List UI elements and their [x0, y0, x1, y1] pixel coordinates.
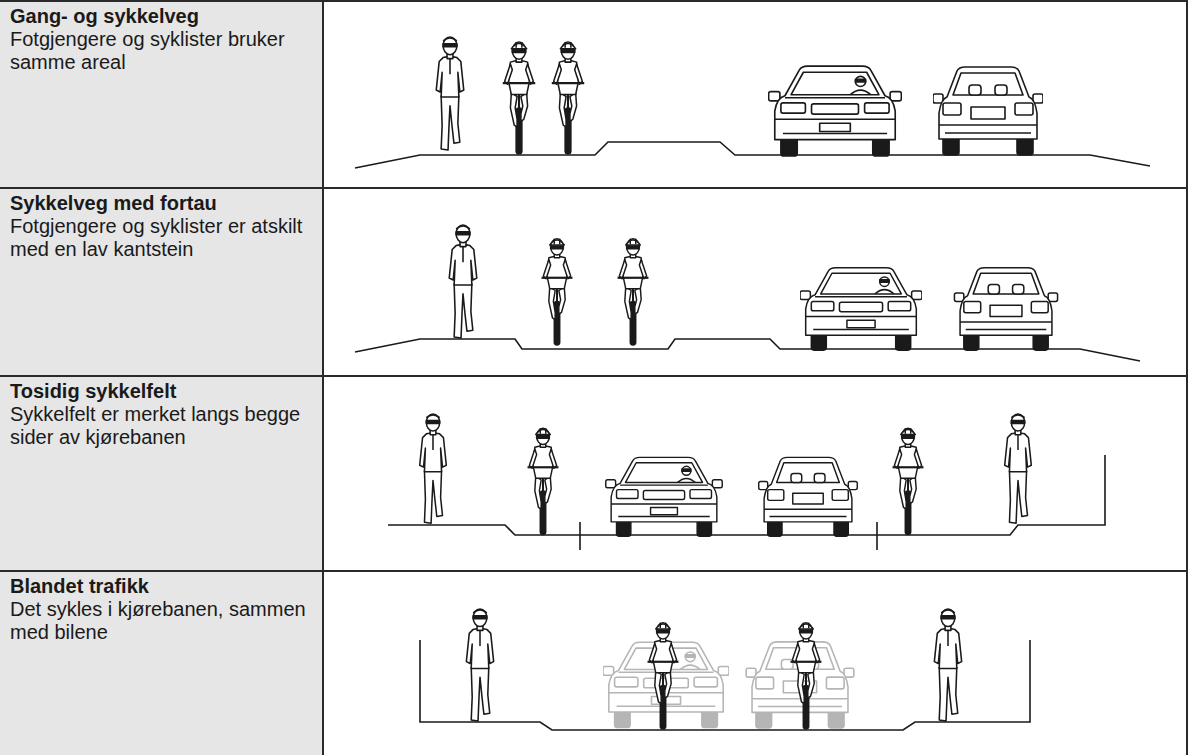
- cyclist: [552, 42, 584, 154]
- cyclist: [503, 42, 535, 154]
- road-profile: [388, 455, 1105, 535]
- car-front: [606, 457, 722, 536]
- grid-line: [322, 0, 324, 755]
- cyclist: [791, 623, 822, 729]
- road-profiles: [355, 142, 1150, 730]
- car-rear: [759, 457, 858, 536]
- pedestrian: [449, 225, 477, 338]
- cyclist: [542, 239, 573, 345]
- pedestrian: [436, 37, 464, 150]
- car-front: [769, 66, 902, 156]
- cyclist: [528, 428, 559, 534]
- row-description: Sykkelfelt er merket langs begge sider a…: [10, 403, 314, 449]
- cyclist: [648, 623, 679, 729]
- row-heading: Blandet trafikk: [10, 575, 314, 598]
- pedestrian: [934, 609, 961, 721]
- row-label-cell: Gang- og sykkelvegFotgjengere og syklist…: [0, 2, 322, 187]
- row-description: Det sykles i kjørebanen, sammen med bile…: [10, 598, 314, 644]
- row-description: Fotgjengere og syklister bruker samme ar…: [10, 28, 314, 74]
- road-profile: [355, 339, 1140, 361]
- row-description: Fotgjengere og syklister er atskilt med …: [10, 215, 314, 261]
- row-label-cell: Blandet trafikkDet sykles i kjørebanen, …: [0, 572, 322, 755]
- row-1-figures: [436, 37, 1043, 156]
- pedestrian: [1005, 414, 1032, 523]
- row-2-figures: [449, 225, 1057, 350]
- car-rear: [933, 67, 1043, 155]
- row-heading: Tosidig sykkelfelt: [10, 380, 314, 403]
- grid-line: [1186, 0, 1188, 755]
- pedestrian: [466, 609, 493, 721]
- row-label-cell: Tosidig sykkelfeltSykkelfelt er merket l…: [0, 377, 322, 570]
- cyclist: [893, 428, 924, 534]
- pedestrian: [420, 414, 447, 523]
- car-front: [800, 268, 922, 351]
- row-3-figures: [420, 414, 1032, 536]
- cyclist: [618, 239, 649, 345]
- row-4-figures: [466, 609, 961, 729]
- row-label-cell: Sykkelveg med fortauFotgjengere og sykli…: [0, 189, 322, 375]
- row-heading: Sykkelveg med fortau: [10, 192, 314, 215]
- row-heading: Gang- og sykkelveg: [10, 5, 314, 28]
- car-rear: [954, 268, 1057, 351]
